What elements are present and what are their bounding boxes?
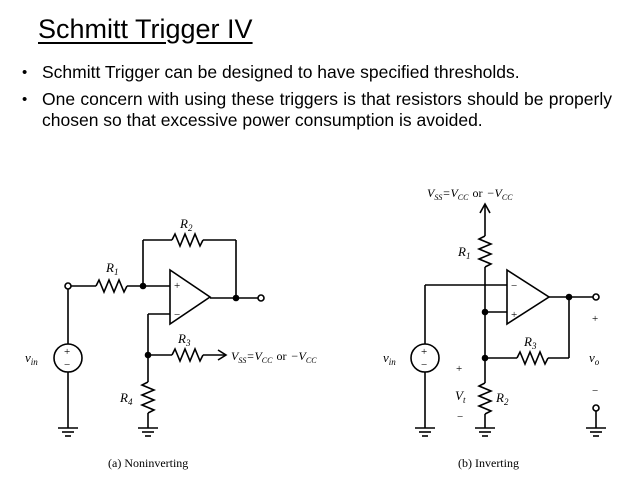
bullet-text: One concern with using these triggers is…	[42, 89, 612, 130]
label-r4-a: R4	[119, 390, 133, 407]
resistor-r3-b	[516, 349, 549, 367]
circuit-a	[53, 231, 265, 437]
ground-icon	[58, 427, 78, 437]
label-r2-a: R2	[179, 216, 193, 233]
label-vt-plus: +	[456, 363, 462, 375]
resistor-r1-a	[95, 277, 128, 295]
opamp-a	[169, 268, 212, 326]
ground-icon	[415, 427, 435, 437]
label-src-minus-b: −	[421, 359, 427, 371]
label-vo-plus: +	[592, 313, 598, 325]
resistor-r4-a	[139, 381, 157, 414]
label-src-minus-a: −	[64, 359, 70, 371]
label-vt-minus: −	[457, 411, 463, 423]
caption-a: (a) Noninverting	[108, 456, 188, 470]
label-src-plus-a: +	[64, 346, 70, 358]
label-r3-b: R3	[523, 334, 537, 351]
label-r3-a: R3	[177, 331, 191, 348]
label-vo-minus: −	[592, 385, 598, 397]
bullet-item: • Schmitt Trigger can be designed to have…	[22, 62, 612, 83]
label-minus-in-a: −	[174, 309, 180, 321]
opamp-b	[506, 268, 551, 326]
label-src-plus-b: +	[421, 346, 427, 358]
bullet-item: • One concern with using these triggers i…	[22, 89, 612, 131]
ground-icon	[586, 427, 606, 437]
label-vin-b: vin	[383, 350, 396, 367]
resistor-r2-b	[476, 382, 494, 415]
label-minus-in-b: −	[511, 280, 517, 292]
bullet-icon: •	[22, 64, 28, 81]
bullet-icon: •	[22, 91, 28, 108]
slide-title: Schmitt Trigger IV	[38, 14, 253, 44]
label-plus-in-b: +	[511, 309, 517, 321]
label-r1-a: R1	[105, 260, 118, 277]
label-vo: vo	[589, 350, 600, 367]
label-r2-b: R2	[495, 390, 509, 407]
circuit-b	[410, 202, 606, 437]
caption-b: (b) Inverting	[458, 456, 519, 470]
label-r1-b: R1	[457, 244, 470, 261]
label-plus-in-a: +	[174, 280, 180, 292]
label-vt: Vt	[455, 388, 466, 405]
ground-icon	[475, 427, 495, 437]
label-vin-a: vin	[25, 350, 38, 367]
bullet-list: • Schmitt Trigger can be designed to have…	[22, 62, 612, 137]
resistor-r1-b	[476, 235, 494, 268]
resistor-r3-a	[171, 346, 204, 364]
ground-icon	[138, 427, 158, 437]
bullet-text: Schmitt Trigger can be designed to have …	[42, 62, 520, 82]
resistor-r2-a	[171, 231, 204, 249]
